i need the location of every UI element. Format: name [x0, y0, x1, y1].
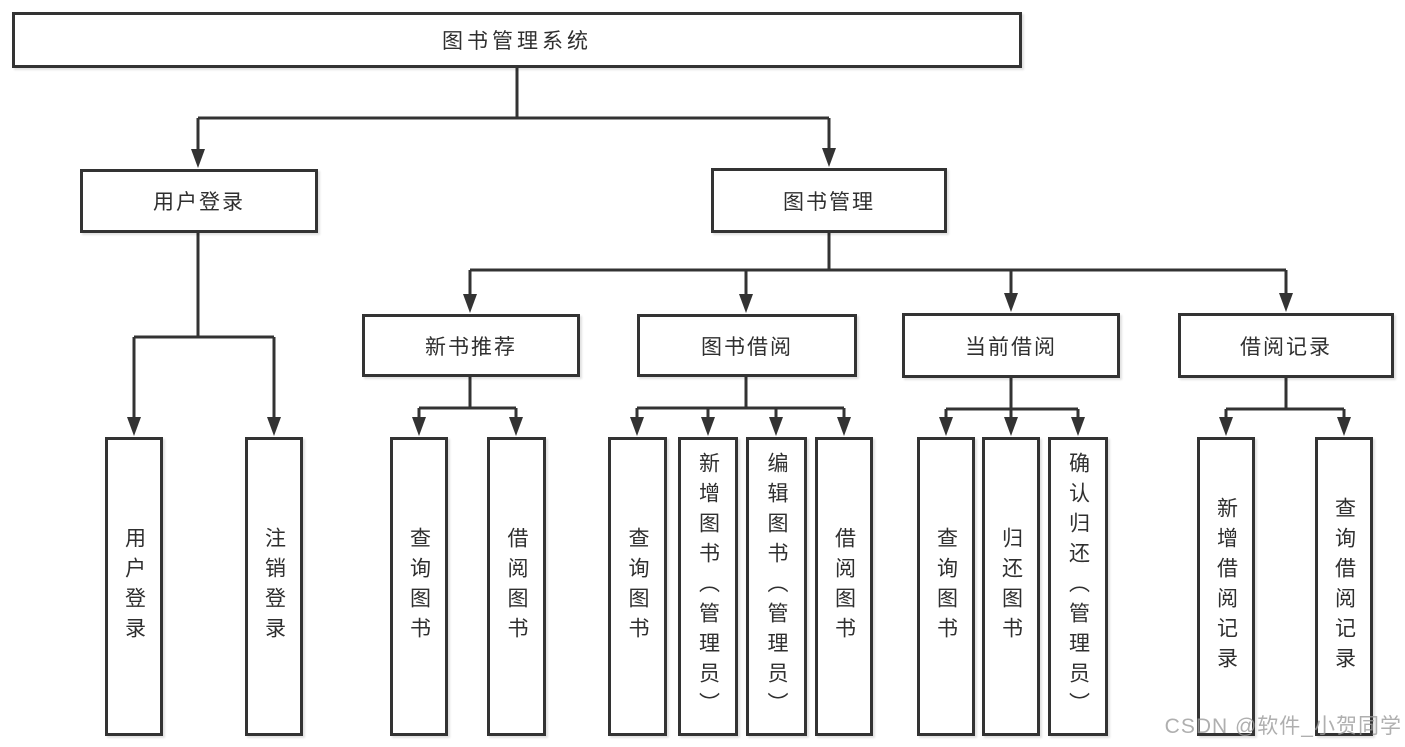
leaf-return-book-label: 归还图书 [999, 526, 1023, 647]
leaf-borrow-books-1-label: 借阅图书 [505, 526, 528, 647]
node-user-login: 用户登录 [80, 169, 318, 233]
arrowhead-icon [1219, 417, 1233, 436]
connector-borrow-to-leaves [635, 376, 846, 424]
leaf-query-books-3: 查询图书 [917, 437, 975, 736]
node-new-book-recommend: 新书推荐 [362, 314, 580, 377]
node-book-management: 图书管理 [711, 168, 947, 233]
node-current-borrow-label: 当前借阅 [965, 335, 1057, 359]
leaf-confirm-return-admin-label: 确认归还（管理员） [1066, 451, 1090, 722]
arrowhead-icon [267, 417, 281, 436]
node-borrow-records: 借阅记录 [1178, 313, 1394, 378]
arrowhead-icon [127, 417, 141, 436]
leaf-query-borrow-record: 查询借阅记录 [1315, 437, 1373, 736]
connector-bookmgmt-to-level3 [468, 232, 1288, 301]
connector-records-to-leaves [1224, 377, 1346, 424]
leaf-add-borrow-record-label: 新增借阅记录 [1214, 496, 1238, 677]
connector-newbook-to-leaves [417, 376, 518, 424]
arrowhead-icon [739, 294, 753, 313]
arrowhead-icon [1004, 293, 1018, 312]
leaf-user-login: 用户登录 [105, 437, 163, 736]
node-book-borrow-label: 图书借阅 [701, 335, 793, 359]
leaf-logout-label: 注销登录 [262, 526, 286, 647]
leaf-query-books-3-label: 查询图书 [934, 526, 958, 647]
node-borrow-records-label: 借阅记录 [1240, 335, 1332, 359]
node-root: 图书管理系统 [12, 12, 1022, 68]
leaf-add-book-admin-label: 新增图书（管理员） [696, 451, 720, 722]
arrowhead-icon [837, 417, 851, 436]
arrowhead-icon [509, 417, 523, 436]
leaf-query-borrow-record-label: 查询借阅记录 [1332, 496, 1356, 677]
leaf-add-borrow-record: 新增借阅记录 [1197, 437, 1255, 736]
arrowhead-icon [1279, 293, 1293, 312]
leaf-query-books-2-label: 查询图书 [626, 526, 649, 647]
leaf-borrow-books-1: 借阅图书 [487, 437, 546, 736]
leaf-query-books-1: 查询图书 [390, 437, 448, 736]
leaf-borrow-books-2: 借阅图书 [815, 437, 873, 736]
connector-userlogin-to-leaves [132, 232, 276, 424]
arrowhead-icon [701, 417, 715, 436]
arrowhead-icon [463, 294, 477, 313]
node-current-borrow: 当前借阅 [902, 313, 1120, 378]
arrowhead-icon [822, 148, 836, 167]
leaf-query-books-1-label: 查询图书 [407, 526, 431, 647]
node-new-book-recommend-label: 新书推荐 [425, 335, 517, 359]
node-book-borrow: 图书借阅 [637, 314, 857, 377]
arrowhead-icon [939, 417, 953, 436]
arrowhead-icon [769, 417, 783, 436]
leaf-edit-book-admin: 编辑图书（管理员） [746, 437, 807, 736]
arrowhead-icon [630, 417, 644, 436]
arrowhead-icon [1071, 417, 1085, 436]
arrowhead-icon [191, 149, 205, 168]
connector-root-to-level2 [196, 66, 831, 156]
leaf-return-book: 归还图书 [982, 437, 1040, 736]
arrowhead-icon [412, 417, 426, 436]
leaf-borrow-books-2-label: 借阅图书 [832, 526, 856, 647]
leaf-edit-book-admin-label: 编辑图书（管理员） [765, 451, 788, 722]
arrowhead-icon [1337, 417, 1351, 436]
leaf-query-books-2: 查询图书 [608, 437, 667, 736]
connector-current-to-leaves [944, 377, 1080, 424]
arrowhead-icon [1004, 417, 1018, 436]
leaf-logout: 注销登录 [245, 437, 303, 736]
csdn-watermark: CSDN @软件_小贺同学 [1164, 715, 1402, 738]
node-root-label: 图书管理系统 [442, 30, 592, 53]
leaf-add-book-admin: 新增图书（管理员） [678, 437, 738, 736]
node-user-login-label: 用户登录 [153, 191, 245, 214]
leaf-user-login-label: 用户登录 [122, 526, 146, 647]
leaf-confirm-return-admin: 确认归还（管理员） [1048, 437, 1108, 736]
node-book-management-label: 图书管理 [783, 190, 875, 214]
